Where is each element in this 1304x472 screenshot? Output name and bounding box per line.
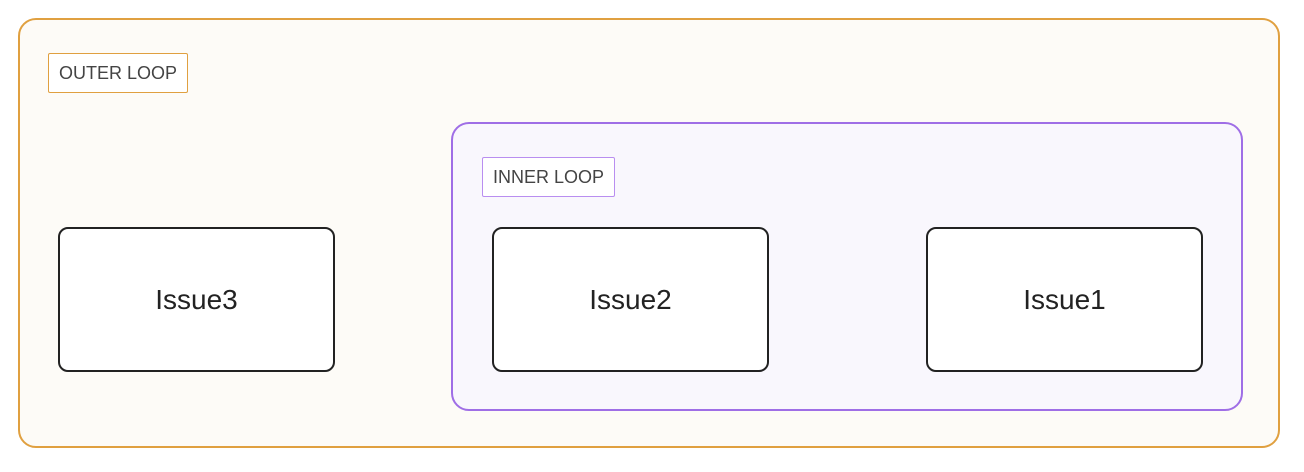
issue1-node[interactable]: Issue1 (926, 227, 1203, 372)
issue3-label: Issue3 (155, 283, 238, 315)
issue1-label: Issue1 (1023, 283, 1106, 315)
issue2-node[interactable]: Issue2 (492, 227, 769, 372)
outer-loop-label: OUTER LOOP (48, 53, 189, 93)
inner-loop-label: INNER LOOP (482, 157, 616, 197)
issue3-node[interactable]: Issue3 (58, 227, 335, 372)
issue2-label: Issue2 (589, 283, 672, 315)
